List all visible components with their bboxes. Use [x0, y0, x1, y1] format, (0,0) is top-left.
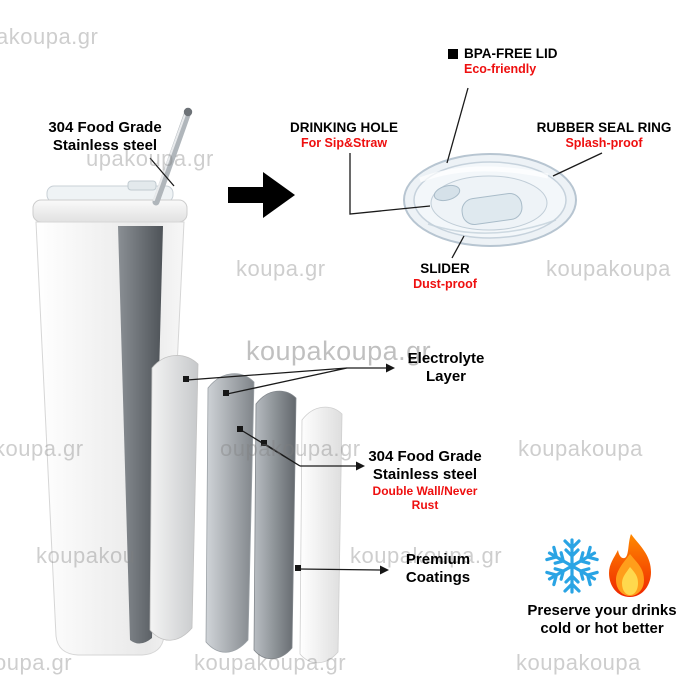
wall-layer-1	[149, 355, 199, 641]
drinking-hole-subtitle: For Sip&Straw	[300, 136, 388, 151]
inner-wall-line1: 304 Food Grade	[368, 448, 482, 465]
premium-coatings-label: Premium Coatings	[390, 551, 486, 587]
square-bullet-icon	[448, 49, 458, 60]
bpa-title: BPA-FREE LID	[464, 46, 558, 61]
lid-drinking-hole-part	[433, 184, 461, 202]
tumbler-image	[32, 107, 193, 656]
bpa-subtitle: Eco-friendly	[464, 62, 537, 77]
straw-material-label: 304 Food Grade Stainless steel	[40, 119, 170, 155]
electrolyte-layer-label: Electrolyte Layer	[396, 350, 496, 386]
inner-wall-subtitle: Double Wall/Never Rust	[372, 484, 478, 513]
rubber-seal-subtitle: Splash-proof	[565, 136, 643, 151]
callout-line-straw	[149, 157, 175, 187]
inner-wall-label: 304 Food Grade Stainless steel Double Wa…	[364, 448, 486, 513]
coatings-line1: Premium	[405, 551, 471, 568]
wall-layer-2	[205, 373, 255, 653]
lid-top-view	[403, 153, 577, 247]
drinking-hole-title: DRINKING HOLE	[290, 120, 398, 135]
straw-material-line2: Stainless steel	[52, 137, 158, 154]
flame-icon	[609, 534, 651, 597]
callout-line-coatings	[298, 568, 381, 571]
inner-wall-line2: Stainless steel	[372, 466, 478, 483]
straw-material-line1: 304 Food Grade	[48, 119, 162, 136]
preserve-drinks-label: Preserve your drinks cold or hot better	[514, 602, 690, 638]
callout-line-slider	[451, 235, 465, 259]
callout-line-drinking-hole	[349, 153, 431, 215]
callout-lines	[149, 87, 603, 571]
slider-title: SLIDER	[420, 261, 470, 276]
callout-line-bpa	[446, 87, 469, 164]
callout-line-rubber-seal	[552, 152, 603, 177]
coatings-line2: Coatings	[405, 569, 471, 586]
electrolyte-line2: Layer	[425, 368, 467, 385]
slider-subtitle: Dust-proof	[413, 277, 477, 292]
preserve-line1: Preserve your drinks	[527, 602, 677, 619]
wall-layers-image	[149, 355, 343, 664]
slider-label: SLIDER Dust-proof	[398, 261, 492, 292]
metal-straw-icon	[152, 107, 193, 206]
preserve-line2: cold or hot better	[540, 620, 664, 637]
bpa-free-lid-label: BPA-FREE LID Eco-friendly	[448, 46, 608, 77]
lid-slider-part	[461, 193, 523, 225]
drinking-hole-label: DRINKING HOLE For Sip&Straw	[284, 120, 404, 151]
wall-layer-3	[253, 390, 297, 660]
electrolyte-line1: Electrolyte	[407, 350, 485, 367]
arrow-right-icon	[228, 172, 295, 218]
callout-markers	[183, 363, 395, 575]
rubber-seal-label: RUBBER SEAL RING Splash-proof	[536, 120, 672, 151]
snowflake-icon	[545, 538, 599, 594]
rubber-seal-title: RUBBER SEAL RING	[536, 120, 672, 135]
wall-layer-4	[299, 406, 343, 664]
tumbler-lid-ring	[32, 199, 188, 223]
